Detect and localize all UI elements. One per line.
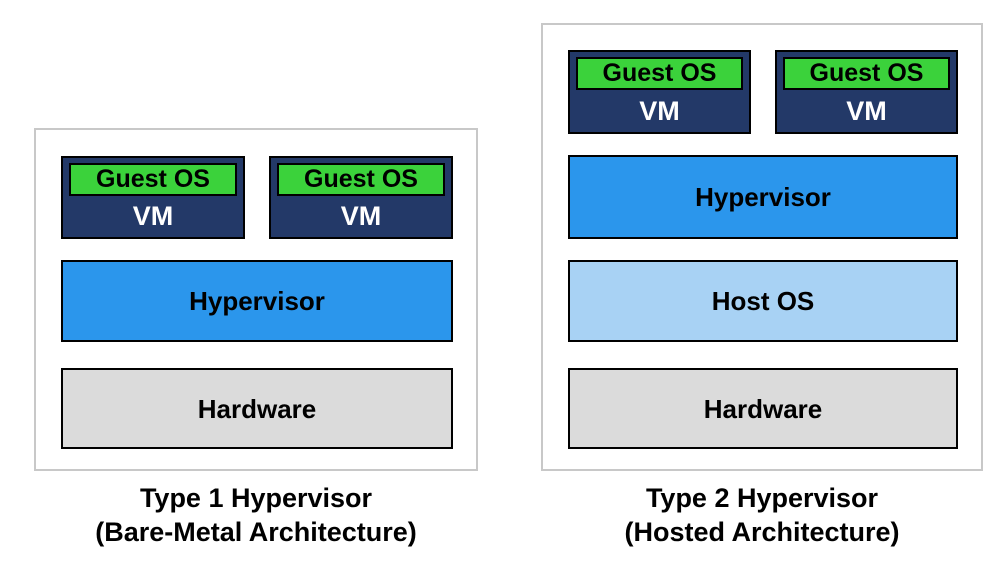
type1-vm-row: Guest OS VM Guest OS VM	[61, 156, 453, 239]
type2-hypervisor-layer: Hypervisor	[568, 155, 958, 239]
type1-vm-box-2: Guest OS VM	[269, 156, 453, 239]
type2-vm-box-1: Guest OS VM	[568, 50, 751, 134]
type1-vm1-label: VM	[132, 201, 174, 231]
type2-vm1-guest-os-label: Guest OS	[576, 57, 743, 90]
type2-vm2-label: VM	[846, 95, 887, 126]
type2-vm-row: Guest OS VM Guest OS VM	[568, 50, 958, 134]
type2-caption-line2: (Hosted Architecture)	[624, 517, 900, 547]
type1-hardware-layer: Hardware	[61, 368, 453, 449]
type2-hardware-layer: Hardware	[568, 368, 958, 449]
type1-vm2-label: VM	[340, 201, 382, 231]
type2-vm2-guest-os-label: Guest OS	[783, 57, 950, 90]
type1-caption-line1: Type 1 Hypervisor	[139, 483, 373, 513]
type1-vm1-guest-os-label: Guest OS	[69, 163, 237, 196]
type2-architecture-panel: Guest OS VM Guest OS VM Hypervisor Host …	[541, 23, 983, 471]
type1-caption-line2: (Bare-Metal Architecture)	[95, 517, 417, 547]
type2-vm1-label: VM	[639, 95, 680, 126]
type2-host-os-layer: Host OS	[568, 260, 958, 342]
type1-vm-box-1: Guest OS VM	[61, 156, 245, 239]
type1-architecture-panel: Guest OS VM Guest OS VM Hypervisor Hardw…	[34, 128, 478, 471]
type2-caption: Type 2 Hypervisor (Hosted Architecture)	[541, 481, 983, 549]
type1-caption: Type 1 Hypervisor (Bare-Metal Architectu…	[34, 481, 478, 549]
type1-vm2-guest-os-label: Guest OS	[277, 163, 445, 196]
type2-vm-box-2: Guest OS VM	[775, 50, 958, 134]
type2-caption-line1: Type 2 Hypervisor	[645, 483, 879, 513]
type1-hypervisor-layer: Hypervisor	[61, 260, 453, 342]
